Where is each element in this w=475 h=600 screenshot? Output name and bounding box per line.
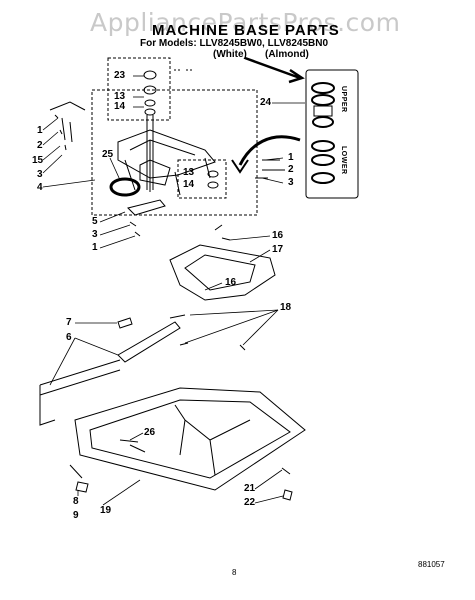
color-almond: (Almond) (265, 49, 309, 60)
callout-25: 25 (102, 149, 114, 160)
box-small (177, 159, 227, 199)
box-main (91, 89, 258, 216)
page-title: MACHINE BASE PARTS (152, 22, 340, 39)
callout-14: 14 (114, 101, 126, 112)
color-white: (White) (213, 49, 247, 60)
callout-9: 9 (73, 510, 79, 521)
callout-3b: 3 (288, 177, 294, 188)
callout-26: 26 (144, 427, 156, 438)
box-bearings (305, 69, 359, 199)
callout-1b: 1 (288, 152, 294, 163)
callout-1: 1 (37, 125, 43, 136)
document-code: 881057 (418, 560, 445, 569)
callout-3c: 3 (92, 229, 98, 240)
callout-23: 23 (114, 70, 126, 81)
callout-24: 24 (260, 97, 272, 108)
callout-1c: 1 (92, 242, 98, 253)
callout-5: 5 (92, 216, 98, 227)
callout-13: 13 (114, 91, 126, 102)
callout-19: 19 (100, 505, 112, 516)
callout-2: 2 (37, 140, 43, 151)
callout-18: 18 (280, 302, 292, 313)
callout-21: 21 (244, 483, 256, 494)
label-lower: LOWER (340, 146, 347, 175)
callout-8: 8 (73, 496, 79, 507)
callout-3: 3 (37, 169, 43, 180)
callout-16b: 16 (225, 277, 237, 288)
callout-4: 4 (37, 182, 43, 193)
callout-22: 22 (244, 497, 256, 508)
callout-6: 6 (66, 332, 72, 343)
callout-17: 17 (272, 244, 284, 255)
callout-16: 16 (272, 230, 284, 241)
callout-14b: 14 (183, 179, 195, 190)
label-upper: UPPER (340, 86, 347, 113)
box-top (107, 57, 171, 121)
watermark: AppliancePartsPros.com (90, 8, 401, 37)
page-number: 8 (232, 568, 237, 577)
callout-2b: 2 (288, 164, 294, 175)
callout-7: 7 (66, 317, 72, 328)
callout-15: 15 (32, 155, 44, 166)
models-line: For Models: LLV8245BW0, LLV8245BN0 (140, 38, 329, 49)
callout-13b: 13 (183, 167, 195, 178)
